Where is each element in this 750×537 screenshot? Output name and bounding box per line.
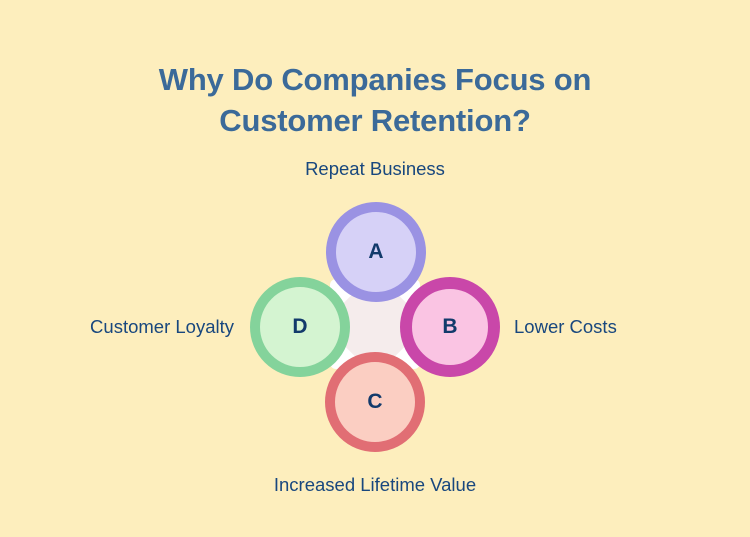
diagram-label-customer-loyalty: Customer Loyalty <box>90 316 234 337</box>
retention-diagram: A B C D Repeat Business Lower Costs Incr… <box>0 140 750 520</box>
page-title-line-2: Customer Retention? <box>219 102 531 138</box>
diagram-node-c-letter: C <box>367 390 383 413</box>
page-title-line-1: Why Do Companies Focus on <box>158 61 592 97</box>
diagram-node-a-letter: A <box>368 240 384 263</box>
diagram-node-c[interactable]: C <box>325 352 425 452</box>
page-title: Why Do Companies Focus on Customer Reten… <box>0 59 750 141</box>
diagram-node-b[interactable]: B <box>400 277 500 377</box>
diagram-node-d[interactable]: D <box>250 277 350 377</box>
diagram-node-d-letter: D <box>292 315 308 338</box>
diagram-node-a[interactable]: A <box>326 202 426 302</box>
diagram-node-b-letter: B <box>442 315 458 338</box>
diagram-label-repeat-business: Repeat Business <box>305 158 445 179</box>
diagram-label-increased-lifetime-value: Increased Lifetime Value <box>273 474 477 495</box>
diagram-label-lower-costs: Lower Costs <box>514 316 617 337</box>
